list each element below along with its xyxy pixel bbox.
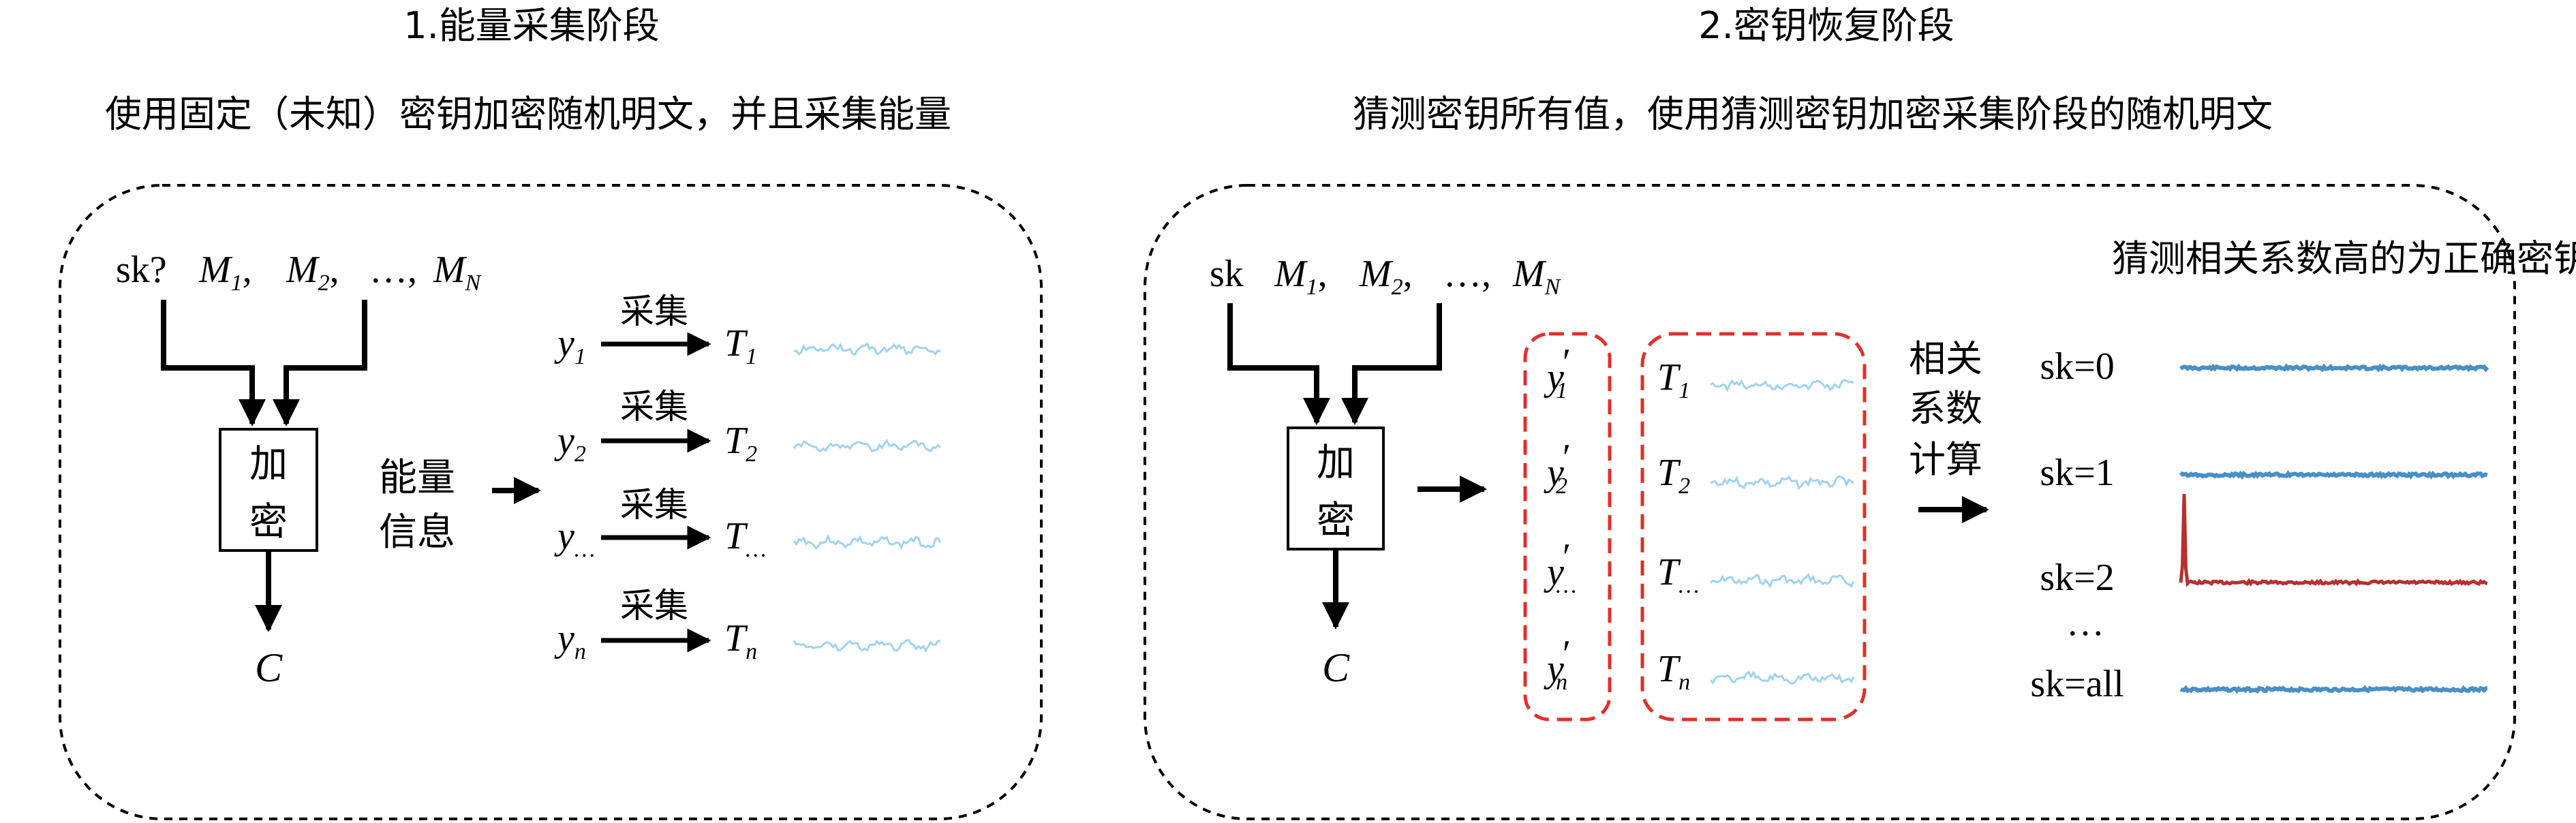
- stage1-row-4: yn 采集 Tn: [554, 586, 940, 664]
- stage1-row-trace: [793, 439, 941, 453]
- stage1-row-t: Tn: [724, 617, 757, 664]
- stage2-result-line: [2179, 470, 2488, 480]
- stage2-corr-label-2: 系数: [1909, 387, 1982, 430]
- stage2-plaintext-arrow: [1341, 303, 1442, 425]
- stage1-encrypt-box: [219, 428, 318, 552]
- stage1-row-action: 采集: [620, 586, 688, 625]
- stage2-panel: 2.密钥恢复阶段 猜测密钥所有值，使用猜测密钥加密采集阶段的随机明文 sk M1…: [1144, 4, 2576, 820]
- stage1-plaintext-mn: MN: [433, 249, 482, 296]
- stage2-guess-y: y′n: [1544, 633, 1571, 695]
- stage1-row-action: 采集: [620, 387, 688, 426]
- stage1-row-t: T2: [724, 420, 757, 467]
- stage2-output-label: C: [1322, 645, 1350, 690]
- stage1-row-y: y…: [554, 515, 595, 562]
- stage1-row-1: y1 采集 T1: [554, 292, 941, 369]
- stage1-energy-label-2: 信息: [379, 510, 455, 555]
- stage2-plaintext-mn: MN: [1512, 253, 1562, 300]
- stage2-trace-wave: [1710, 379, 1854, 392]
- stage2-trace-t: Tn: [1657, 648, 1690, 695]
- stage2-result-label: sk=1: [2040, 452, 2114, 494]
- stage1-row-t: T…: [724, 515, 766, 562]
- stage2-guess-y: y′1: [1544, 341, 1571, 403]
- stage2-result-label: sk=2: [2040, 557, 2114, 599]
- stage1-subtitle: 使用固定（未知）密钥加密随机明文，并且采集能量: [105, 93, 951, 136]
- stage2-result-label: sk=0: [2040, 345, 2114, 388]
- stage2-trace-t: T2: [1657, 452, 1690, 499]
- stage1-row-action: 采集: [620, 292, 688, 331]
- stage1-row-3: y… 采集 T…: [554, 485, 942, 562]
- stage2-result-title: 猜测相关系数高的为正确密钥: [2112, 237, 2576, 280]
- stage1-plaintext-m2: M2,: [286, 249, 339, 296]
- stage1-row-y: yn: [554, 617, 586, 664]
- stage1-plaintext-arrow: [273, 300, 367, 426]
- stage1-panel: 1.能量采集阶段 使用固定（未知）密钥加密随机明文，并且采集能量 sk? M1,…: [59, 4, 1043, 820]
- stage1-row-t: T1: [724, 322, 757, 369]
- stage1-row-trace: [793, 342, 941, 356]
- stage2-dashed-frame: [1144, 184, 2516, 820]
- stage2-plaintext-m2: M2,: [1359, 253, 1413, 300]
- stage2-subtitle: 猜测密钥所有值，使用猜测密钥加密采集阶段的随机明文: [1353, 93, 2273, 136]
- stage1-output-label: C: [255, 645, 283, 690]
- stage2-result-label: sk=all: [2030, 663, 2123, 705]
- stage2-guess-y: y′…: [1544, 536, 1576, 598]
- stage2-encrypt-box: [1287, 426, 1385, 550]
- stage1-key-label: sk?: [116, 249, 167, 291]
- stage1-row-action: 采集: [620, 485, 688, 525]
- stage2-plaintext-dots: …,: [1443, 253, 1491, 295]
- stage1-plaintext-dots: …,: [369, 249, 417, 291]
- stage2-trace-wave: [1710, 475, 1855, 491]
- stage2-guess-group-frame: [1523, 332, 1612, 721]
- stage1-row-2: y2 采集 T2: [554, 387, 941, 467]
- stage2-trace-t: T…: [1657, 551, 1699, 598]
- stage1-row-y: y1: [554, 322, 586, 369]
- stage2-result-dots: …: [2066, 602, 2104, 644]
- stage1-title: 1.能量采集阶段: [403, 4, 660, 47]
- stage1-key-arrow: [161, 300, 266, 426]
- stage2-corr-label-1: 相关: [1909, 337, 1982, 380]
- stage2-result-line: [2179, 493, 2488, 587]
- stage1-row-trace: [793, 533, 942, 550]
- stage2-encrypt-label-2: 密: [1317, 499, 1355, 543]
- stage2-guess-y: y′2: [1544, 437, 1571, 499]
- stage2-trace-wave: [1709, 573, 1855, 589]
- stage2-key-arrow: [1227, 303, 1330, 425]
- stage2-result-line: [2179, 363, 2489, 373]
- stage1-plaintext-m1: M1,: [198, 249, 252, 296]
- stage1-energy-label-1: 能量: [379, 456, 455, 500]
- stage1-row-y: y2: [554, 420, 586, 467]
- stage1-encrypt-label-2: 密: [249, 500, 288, 544]
- stage2-key-label: sk: [1210, 253, 1244, 295]
- stage2-corr-label-3: 计算: [1909, 438, 1982, 481]
- stage1-row-trace: [793, 639, 940, 653]
- stage2-trace-t: T1: [1657, 356, 1690, 403]
- stage1-encrypt-label-1: 加: [249, 442, 288, 486]
- stage2-plaintext-m1: M1,: [1274, 253, 1328, 300]
- stage2-result-line: [2179, 685, 2488, 694]
- stage2-trace-wave: [1709, 670, 1855, 685]
- stage2-title: 2.密钥恢复阶段: [1698, 4, 1954, 47]
- stage2-encrypt-label-1: 加: [1317, 441, 1355, 485]
- stage2-trace-group-frame: [1640, 332, 1867, 721]
